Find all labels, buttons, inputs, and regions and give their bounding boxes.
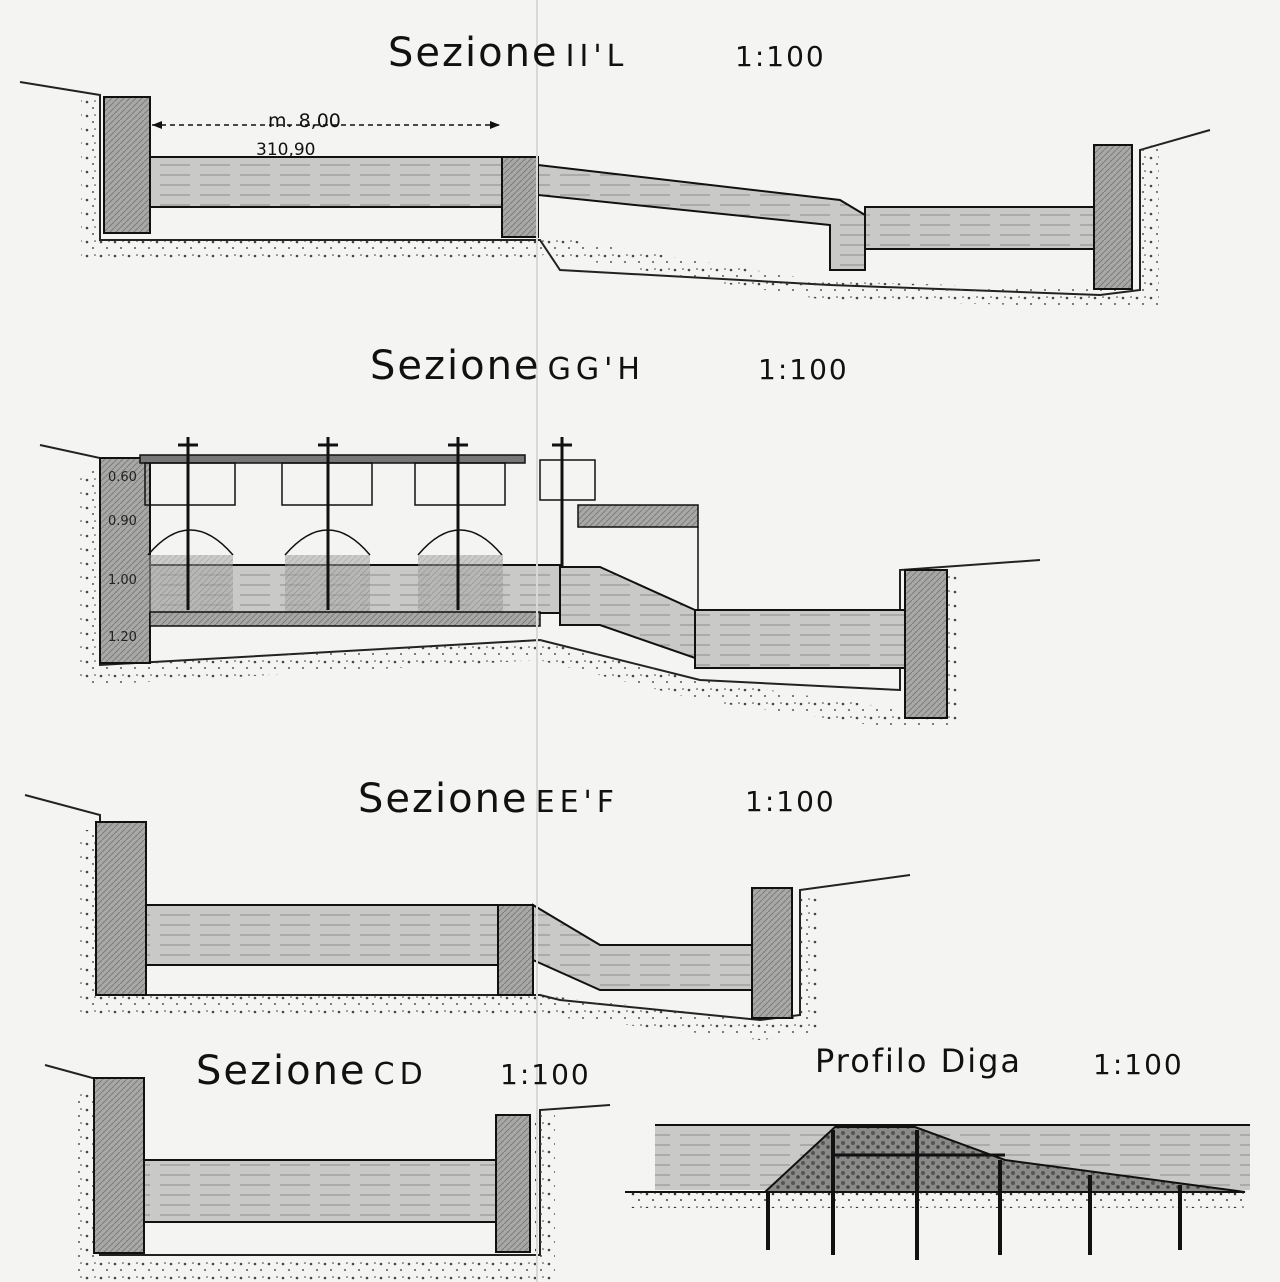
section-cd-scale: 1:100 — [500, 1058, 591, 1091]
section-ggh-name: Sezione — [370, 343, 541, 389]
section-iil-pier-mid — [501, 156, 539, 238]
dam-profile-title: Profilo Diga — [815, 1042, 1023, 1080]
section-iil-title: Sezione II'L — [388, 30, 628, 76]
level-label: 1.00 — [108, 573, 137, 588]
section-cd-wall-left — [93, 1077, 145, 1254]
section-ggh-wall-left — [99, 457, 151, 664]
section-ggh-platform — [577, 504, 699, 528]
section-iil-code: II'L — [565, 39, 629, 74]
section-cd-title: Sezione CD — [196, 1048, 428, 1094]
section-eef-pier-mid — [497, 904, 534, 996]
section-iil-name: Sezione — [388, 30, 559, 76]
section-ggh-arch-1 — [147, 529, 234, 556]
section-eef-code: EE'F — [535, 785, 620, 820]
section-ggh-deck — [139, 454, 526, 464]
level-label: 0.90 — [108, 514, 137, 529]
section-iil-channel — [149, 156, 503, 208]
elevation-label: 310,90 — [256, 140, 316, 160]
dam-profile-drawing — [625, 1124, 1250, 1260]
section-iil-pier-left — [103, 96, 151, 234]
section-eef-scale: 1:100 — [745, 785, 836, 818]
span-dimension-label: m. 8,00 — [268, 110, 341, 132]
section-ggh-basin — [694, 609, 908, 669]
section-cd-name: Sezione — [196, 1048, 367, 1094]
section-cd-wall-right — [495, 1114, 531, 1253]
section-ggh-drawing — [39, 437, 1041, 730]
level-label: 0.60 — [108, 470, 137, 485]
section-iil-drawing — [19, 81, 1211, 310]
section-eef-wall-right — [751, 887, 793, 1019]
section-iil-basin — [864, 206, 1096, 250]
section-ggh-title: Sezione GG'H — [370, 343, 645, 389]
section-ggh-scale: 1:100 — [758, 353, 849, 386]
section-eef-title: Sezione EE'F — [358, 776, 619, 822]
section-eef-chute — [532, 903, 753, 991]
section-eef-name: Sezione — [358, 776, 529, 822]
section-ggh-gate-box-3 — [414, 462, 506, 506]
section-eef-drawing — [24, 794, 911, 1041]
section-iil-scale: 1:100 — [735, 40, 826, 73]
section-iil-pier-right — [1093, 144, 1133, 290]
section-cd-ground — [44, 1064, 611, 1256]
section-ggh-gate-box-1 — [144, 462, 236, 506]
section-iil-chute — [537, 163, 866, 271]
section-eef-wall-left — [95, 821, 147, 996]
section-cd-drawing — [44, 1064, 611, 1280]
section-ggh-chute — [559, 566, 696, 660]
level-label: 1.20 — [108, 630, 137, 645]
section-ggh-arch-3 — [417, 529, 503, 556]
section-cd-code: CD — [373, 1057, 428, 1092]
section-ggh-code: GG'H — [547, 352, 645, 387]
section-eef-channel — [145, 904, 499, 966]
section-ggh-wall-right — [904, 569, 948, 719]
dam-profile-scale: 1:100 — [1093, 1048, 1184, 1081]
section-cd-channel — [143, 1159, 497, 1223]
